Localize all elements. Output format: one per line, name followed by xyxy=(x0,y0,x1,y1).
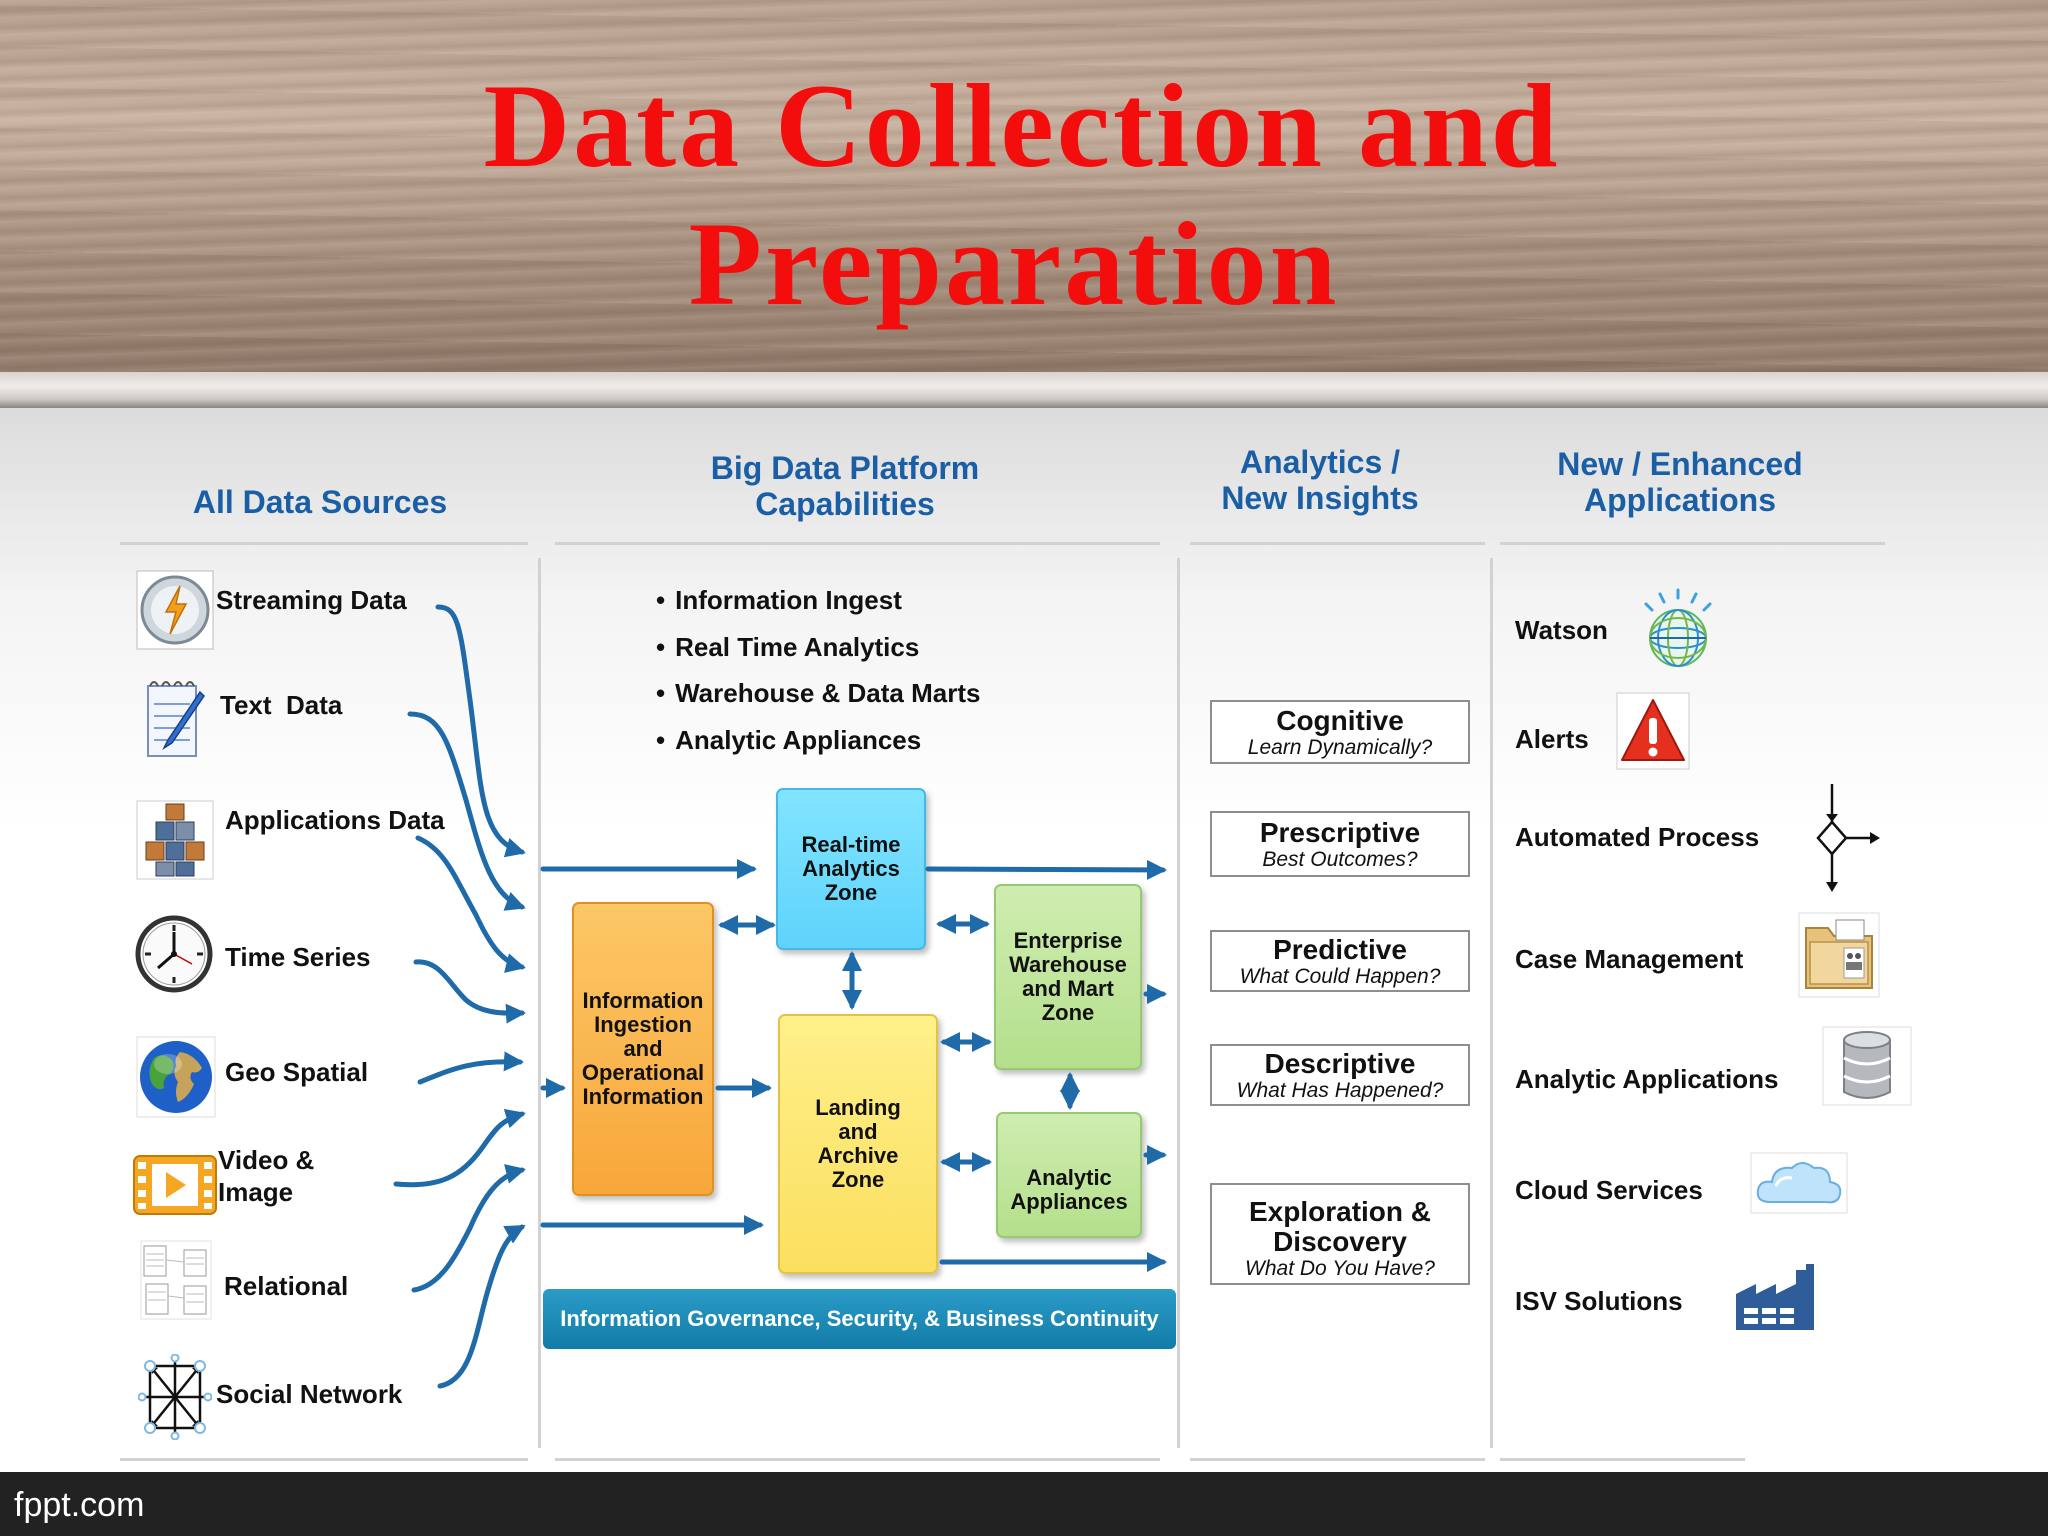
capability-bullet: Analytic Appliances xyxy=(656,725,921,756)
separator xyxy=(1177,558,1180,1448)
source-label-time-series: Time Series xyxy=(225,942,371,972)
zone-label: Landing and Archive Zone xyxy=(815,1095,901,1192)
watson-globe-icon xyxy=(1636,588,1720,670)
zone-label: Information Ingestion and Operational In… xyxy=(581,988,705,1109)
footer-text: fppt.com xyxy=(14,1486,145,1524)
source-label-social-network: Social Network xyxy=(216,1379,403,1409)
clock-icon xyxy=(134,914,214,994)
footer-bar: fppt.com xyxy=(0,1472,2048,1536)
zone-enterprise-warehouse: Enterprise Warehouse and Mart Zone xyxy=(994,884,1142,1070)
insight-subtitle: What Do You Have? xyxy=(1245,1257,1435,1280)
film-play-icon xyxy=(132,1152,218,1218)
cubes-icon xyxy=(136,800,214,880)
insight-subtitle: Best Outcomes? xyxy=(1262,848,1418,871)
database-icon xyxy=(1822,1026,1912,1106)
insight-title: Exploration & Discovery xyxy=(1248,1196,1431,1257)
separator xyxy=(1490,558,1493,1448)
source-label-video-image: Video & Image xyxy=(218,1145,315,1207)
app-label-watson: Watson xyxy=(1515,615,1608,645)
separator xyxy=(555,542,1160,545)
warning-icon xyxy=(1616,692,1690,770)
insight-box-prescriptive: Prescriptive Best Outcomes? xyxy=(1210,811,1470,877)
capability-bullet: Information Ingest xyxy=(656,585,902,616)
slide-title-line-1: Data Collection and xyxy=(483,59,1561,192)
source-label-geo-spatial: Geo Spatial xyxy=(225,1057,369,1087)
app-label-alerts: Alerts xyxy=(1515,724,1589,754)
app-label-automated-process: Automated Process xyxy=(1515,822,1760,852)
insight-box-cognitive: Cognitive Learn Dynamically? xyxy=(1210,700,1470,764)
governance-bar: Information Governance, Security, & Busi… xyxy=(543,1289,1176,1349)
capability-bullet: Warehouse & Data Marts xyxy=(656,678,980,709)
insight-title: Cognitive xyxy=(1276,705,1404,736)
zone-label: Enterprise Warehouse and Mart Zone xyxy=(1009,928,1127,1025)
source-label-relational: Relational xyxy=(224,1271,349,1301)
app-label-cloud-services: Cloud Services xyxy=(1515,1175,1703,1205)
relational-tables-icon xyxy=(140,1240,212,1320)
source-label-streaming: Streaming Data xyxy=(216,585,407,615)
insight-title: Descriptive xyxy=(1264,1048,1416,1079)
separator xyxy=(120,542,528,545)
separator xyxy=(1190,542,1485,545)
zone-analytic-appliances: Analytic Appliances xyxy=(996,1112,1142,1238)
wood-header xyxy=(0,0,2048,405)
insight-box-exploration: Exploration & Discovery What Do You Have… xyxy=(1210,1183,1470,1285)
separator xyxy=(538,558,541,1448)
factory-icon xyxy=(1734,1262,1820,1332)
social-network-icon xyxy=(137,1353,213,1441)
process-flow-icon xyxy=(1810,782,1882,894)
separator xyxy=(1500,542,1885,545)
separator xyxy=(120,1458,528,1461)
source-label-applications: Applications Data xyxy=(225,805,445,835)
header-shelf xyxy=(0,372,2048,408)
separator xyxy=(1190,1458,1485,1461)
heading-new-applications: New / Enhanced Applications xyxy=(1557,446,1803,518)
slide-title-line-2: Preparation xyxy=(688,197,1340,330)
zone-information-ingestion: Information Ingestion and Operational In… xyxy=(572,902,714,1196)
insight-box-descriptive: Descriptive What Has Happened? xyxy=(1210,1044,1470,1106)
insight-subtitle: Learn Dynamically? xyxy=(1247,736,1433,759)
zone-landing-archive: Landing and Archive Zone xyxy=(778,1014,938,1274)
streaming-data-icon xyxy=(136,570,214,650)
insight-title: Predictive xyxy=(1273,934,1407,965)
insight-subtitle: What Has Happened? xyxy=(1236,1079,1444,1102)
app-label-isv-solutions: ISV Solutions xyxy=(1515,1286,1683,1316)
insight-title: Prescriptive xyxy=(1259,817,1421,848)
app-label-analytic-applications: Analytic Applications xyxy=(1515,1064,1779,1094)
heading-analytics-insights: Analytics / New Insights xyxy=(1221,444,1419,516)
separator xyxy=(1500,1458,1745,1461)
separator xyxy=(555,1458,1160,1461)
source-label-text: Text Data xyxy=(220,690,343,720)
folder-icon xyxy=(1798,912,1880,998)
insight-box-predictive: Predictive What Could Happen? xyxy=(1210,930,1470,992)
app-label-case-management: Case Management xyxy=(1515,944,1744,974)
globe-icon xyxy=(136,1036,216,1118)
notepad-icon xyxy=(140,678,210,762)
capability-bullet: Real Time Analytics xyxy=(656,632,919,663)
zone-realtime-analytics: Real-time Analytics Zone xyxy=(776,788,926,950)
cloud-icon xyxy=(1750,1152,1848,1214)
zone-label: Real-time Analytics Zone xyxy=(801,832,901,905)
heading-all-data-sources: All Data Sources xyxy=(192,484,448,520)
insight-subtitle: What Could Happen? xyxy=(1239,965,1441,988)
heading-big-data-platform: Big Data Platform Capabilities xyxy=(710,450,980,522)
zone-label: Analytic Appliances xyxy=(1010,1165,1128,1214)
